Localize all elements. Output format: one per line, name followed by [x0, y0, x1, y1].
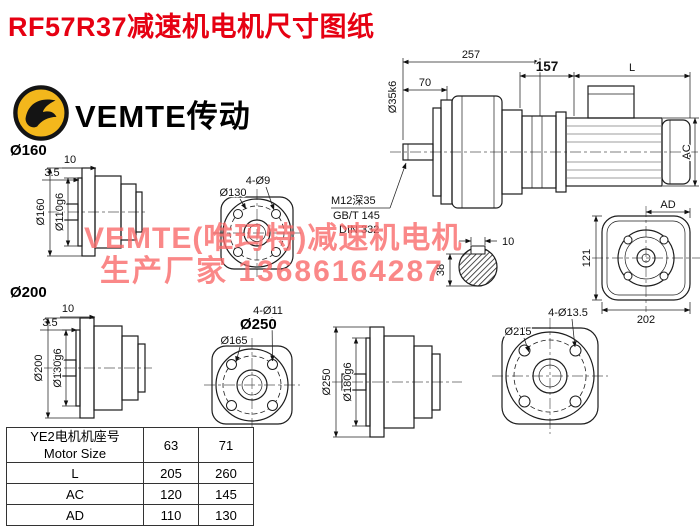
brand-logo: VEMTE传动 [12, 84, 251, 142]
thread-note-line1: M12深35 [331, 194, 376, 207]
table-header-motor-size: YE2电机机座号 Motor Size [6, 427, 144, 463]
v250-flange-od-label: Ø250 [321, 369, 333, 396]
v200-dim-10: 10 [62, 303, 74, 315]
motor-size-label-en: Motor Size [43, 446, 107, 461]
dim-AC-label: AC [681, 144, 693, 159]
value-AC-63: 120 [143, 483, 199, 505]
table-header-frame-71: 71 [198, 427, 254, 463]
v160-spigot-label: Ø110g6 [54, 193, 66, 231]
dim-L-label: L [629, 62, 635, 74]
shaft-diameter-label: Ø35k6 [387, 81, 399, 113]
view-160-flange: 4-Ø9 Ø130 [213, 174, 301, 277]
dim-70-label: 70 [419, 77, 431, 89]
watermark-line1: VEMTE(唯玛特)减速机电机 [84, 222, 463, 255]
dim-202-label: 202 [637, 314, 655, 326]
page-title: RF57R37减速机电机尺寸图纸 [8, 12, 375, 42]
view-160-heading: Ø160 [10, 142, 47, 159]
thread-note-line3: DIN 332 [339, 224, 379, 236]
dimension-table: YE2电机机座号 Motor Size 63 71 L 205 260 AC 1… [6, 427, 254, 526]
rear-flange-view: AD 121 202 [580, 198, 700, 327]
keyway-width-label: 10 [502, 236, 514, 248]
table-row-AD: AD 110 130 [6, 504, 254, 526]
value-AD-63: 110 [143, 504, 199, 526]
v160-flange-od-label: Ø160 [35, 199, 47, 226]
view-200-flange: 4-Ø11 Ø165 [204, 304, 300, 432]
dim-121-label: 121 [581, 249, 593, 267]
dim-AD-label: AD [660, 199, 675, 211]
vemte-emblem-icon [13, 85, 69, 141]
row-label-AD: AD [6, 504, 144, 526]
row-label-L: L [6, 462, 144, 484]
thread-note: M12深35 GB/T 145 DIN 332 [330, 162, 407, 237]
view-160-side: 10 3.5 Ø160 Ø110g6 [34, 153, 148, 257]
v250-spigot-label: Ø180g6 [342, 362, 354, 401]
v160-dim-10: 10 [64, 154, 76, 166]
dim-157-label: 157 [536, 59, 559, 74]
value-L-71: 260 [198, 462, 254, 484]
brand-name: VEMTE传动 [75, 98, 251, 134]
watermark-line2: 生产厂家 13686164287 [100, 255, 444, 288]
dim-257-label: 257 [462, 49, 480, 61]
v160-dim-3-5: 3.5 [44, 167, 59, 179]
view-200-heading: Ø200 [10, 284, 47, 301]
main-assembly-view [390, 85, 698, 209]
keyway-depth-label: 38 [435, 264, 447, 276]
view-200-side: 10 3.5 Ø200 Ø130g6 [32, 302, 152, 419]
thread-note-line2: GB/T 145 [333, 210, 380, 222]
shaft-section-view: 10 38 [434, 235, 516, 287]
v200-spigot-label: Ø130g6 [52, 348, 64, 387]
row-label-AC: AC [6, 483, 144, 505]
v200-holes-label: 4-Ø11 [253, 305, 283, 317]
table-row-L: L 205 260 [6, 462, 254, 484]
table-header-frame-63: 63 [143, 427, 199, 463]
v200-flange-od-label: Ø200 [33, 355, 45, 382]
view-250-flange: 4-Ø13.5 Ø215 [492, 306, 608, 434]
view-250-side: Ø250 Ø180g6 [320, 326, 462, 438]
v160-bolt-circle-label: Ø130 [220, 187, 247, 199]
motor-size-label-cn: YE2电机机座号 [30, 429, 120, 444]
v160-holes-label: 4-Ø9 [246, 175, 270, 187]
value-AD-71: 130 [198, 504, 254, 526]
main-dimensions: 257 70 Ø35k6 157 L AC [386, 48, 699, 187]
watermark: VEMTE(唯玛特)减速机电机 生产厂家 13686164287 [84, 222, 462, 288]
v200-bolt-circle-label: Ø165 [221, 335, 248, 347]
view-250-heading: Ø250 [240, 316, 277, 333]
value-L-63: 205 [143, 462, 199, 484]
value-AC-71: 145 [198, 483, 254, 505]
table-header-row: YE2电机机座号 Motor Size 63 71 [6, 427, 254, 463]
table-row-AC: AC 120 145 [6, 483, 254, 505]
v250-bolt-circle-label: Ø215 [505, 326, 532, 338]
v250-holes-label: 4-Ø13.5 [548, 307, 588, 319]
v200-dim-3-5: 3.5 [42, 317, 57, 329]
